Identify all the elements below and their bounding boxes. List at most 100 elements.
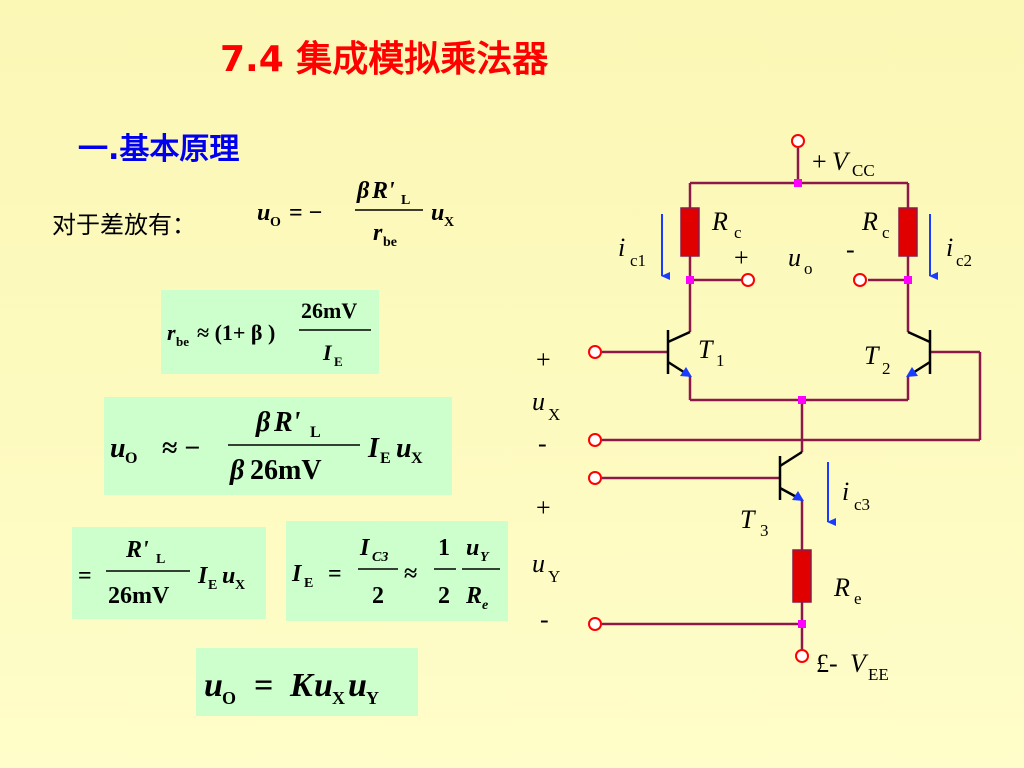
uo-plus: + bbox=[734, 243, 749, 272]
rc-right-label: R bbox=[861, 207, 878, 236]
f5-lhs: I bbox=[291, 561, 303, 587]
f3-rhs2-sub: X bbox=[411, 450, 423, 467]
ic2-label: i bbox=[946, 233, 953, 262]
f2-lhs: r bbox=[167, 320, 176, 345]
f4-num: R' bbox=[125, 537, 149, 563]
vcc-v: V bbox=[832, 147, 851, 176]
f5-den1: 2 bbox=[372, 583, 384, 609]
uo-minus: - bbox=[846, 235, 855, 264]
re-sub: e bbox=[854, 589, 862, 608]
f1-den-sub: be bbox=[383, 235, 397, 250]
section-heading: 一.基本原理 bbox=[78, 132, 240, 167]
current-arrows bbox=[661, 214, 938, 526]
t2-label: T bbox=[864, 341, 880, 370]
f1-num-sub: L bbox=[401, 193, 410, 208]
ic3-sub: c3 bbox=[854, 495, 870, 514]
f6-u2: u bbox=[348, 667, 367, 704]
f3-rhs2: u bbox=[396, 433, 412, 464]
f5-rel: = bbox=[328, 561, 342, 587]
f5-num1-sub: C3 bbox=[372, 550, 388, 565]
f3-rel: ≈ − bbox=[162, 433, 200, 464]
f1-num-beta: β bbox=[356, 178, 370, 204]
f3-den-beta: β bbox=[229, 455, 245, 486]
f3-num-sub: L bbox=[310, 424, 321, 441]
t3-label: T bbox=[740, 505, 756, 534]
f6-k: K bbox=[289, 667, 315, 704]
f6-rel: = bbox=[254, 667, 273, 704]
uo-label: u bbox=[788, 243, 801, 272]
f4-rhs1: I bbox=[197, 563, 209, 589]
uy-plus: + bbox=[536, 493, 551, 522]
formula-box-uo-rl: = R' L 26mV I E u X bbox=[72, 527, 266, 619]
re-label: R bbox=[833, 573, 850, 602]
f4-rhs1-sub: E bbox=[208, 578, 217, 593]
f3-lhs-sub: O bbox=[125, 450, 137, 467]
f1-rel: = − bbox=[289, 200, 322, 226]
f6-u2-sub: Y bbox=[366, 688, 379, 708]
f4-rhs2: u bbox=[222, 563, 235, 589]
intro-text: 对于差放有： bbox=[52, 211, 196, 239]
f4-num-sub: L bbox=[156, 552, 165, 567]
rc-right-sub: c bbox=[882, 223, 890, 242]
ux-plus: + bbox=[536, 345, 551, 374]
ux-minus: - bbox=[538, 429, 547, 458]
rc-left-label: R bbox=[711, 207, 728, 236]
f3-lhs: u bbox=[110, 433, 126, 464]
f5-rel2: ≈ bbox=[404, 561, 417, 587]
f6-lhs: u bbox=[204, 667, 223, 704]
f5-num3: u bbox=[466, 535, 479, 561]
f5-lhs-sub: E bbox=[304, 576, 313, 591]
f2-den: I bbox=[322, 340, 333, 365]
uo-sub: o bbox=[804, 259, 813, 278]
resistor-rc-left bbox=[680, 207, 700, 257]
f2-den-sub: E bbox=[334, 354, 343, 369]
vcc-sign: + bbox=[812, 147, 827, 176]
f6-u1: u bbox=[314, 667, 333, 704]
uy-sub: Y bbox=[548, 567, 560, 586]
formula-box-multiplier: u O = K u X u Y bbox=[196, 648, 418, 716]
ic1-sub: c1 bbox=[630, 251, 646, 270]
f6-lhs-sub: O bbox=[222, 688, 236, 708]
f4-rhs2-sub: X bbox=[235, 578, 245, 593]
vee-v: V bbox=[850, 649, 869, 678]
f2-num: 26mV bbox=[301, 298, 357, 323]
ux-sub: X bbox=[548, 405, 560, 424]
f5-den2: 2 bbox=[438, 583, 450, 609]
f4-rel: = bbox=[78, 563, 92, 589]
f6-u1-sub: X bbox=[332, 688, 345, 708]
f5-num3-sub: Y bbox=[480, 550, 490, 565]
f1-rhs-sub: X bbox=[444, 215, 454, 230]
uy-minus: - bbox=[540, 605, 549, 634]
vcc-sub: CC bbox=[852, 161, 875, 180]
circuit-wires bbox=[602, 148, 982, 650]
t3-sub: 3 bbox=[760, 521, 769, 540]
f3-num-r: R' bbox=[273, 407, 301, 438]
formula-box-rbe: r be ≈ (1+ β ) 26mV I E bbox=[161, 290, 379, 374]
f3-rhs1-sub: E bbox=[380, 450, 391, 467]
slide-title: 7.4 集成模拟乘法器 bbox=[220, 39, 549, 80]
f5-num1: I bbox=[359, 535, 371, 561]
t1-sub: 1 bbox=[716, 351, 725, 370]
f3-num-beta: β bbox=[255, 407, 271, 438]
uy-label: u bbox=[532, 549, 545, 578]
f1-den: r bbox=[373, 220, 383, 246]
ic2-sub: c2 bbox=[956, 251, 972, 270]
f2-rel: ≈ (1+ β ) bbox=[197, 320, 275, 345]
f1-lhs-sub: O bbox=[270, 215, 281, 230]
f1-num-r: R' bbox=[371, 178, 395, 204]
f3-rhs1: I bbox=[367, 433, 380, 464]
t1-label: T bbox=[698, 335, 714, 364]
f4-den: 26mV bbox=[108, 583, 170, 609]
t2-sub: 2 bbox=[882, 359, 891, 378]
transistor-emitter-arrows bbox=[680, 367, 918, 501]
f5-num2: 1 bbox=[438, 535, 450, 561]
resistor-rc-right bbox=[898, 207, 918, 257]
vee-sign: £- bbox=[816, 649, 838, 678]
vee-sub: EE bbox=[868, 665, 889, 684]
ux-label: u bbox=[532, 387, 545, 416]
ic3-label: i bbox=[842, 477, 849, 506]
f1-rhs: u bbox=[431, 200, 444, 226]
circuit-terminals bbox=[588, 134, 867, 663]
formula-box-uo-approx: u O ≈ − β R' L β 26mV I E u X bbox=[104, 397, 452, 495]
